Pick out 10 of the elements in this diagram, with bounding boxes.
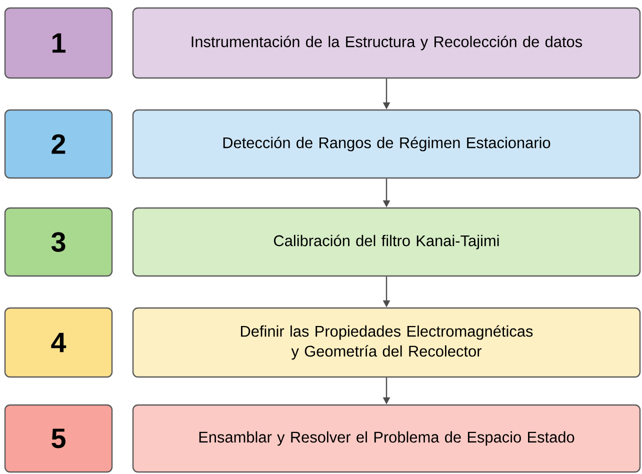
step-box: Calibración del filtro Kanai-Tajimi <box>132 207 641 277</box>
number-box: 4 <box>4 307 113 378</box>
number-box: 5 <box>4 404 113 473</box>
step-box: Ensamblar y Resolver el Problema de Espacio Estado <box>132 404 641 473</box>
step-box: Detección de Rangos de Régimen Estacionario <box>132 109 641 179</box>
number-box: 3 <box>4 207 113 277</box>
number-box: 1 <box>4 7 113 79</box>
step-box: Definir las Propiedades Electromagnéticas y Geometría del Recolector <box>132 307 641 378</box>
number-box: 2 <box>4 109 113 179</box>
step-box: Instrumentación de la Estructura y Recolección de datos <box>132 7 641 79</box>
